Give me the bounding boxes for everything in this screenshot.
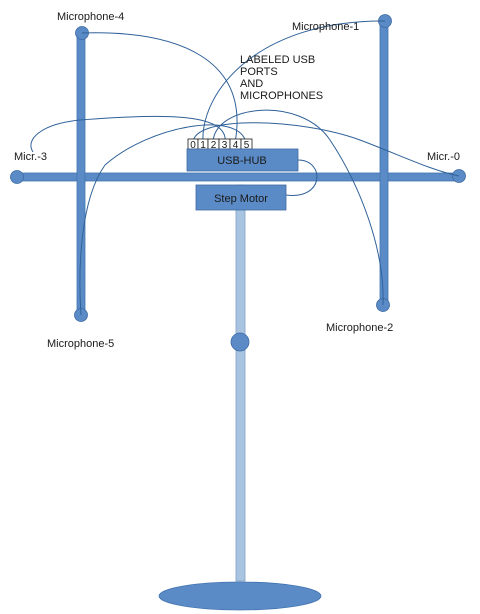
step-motor-box	[195, 184, 287, 211]
cable-port-5	[79, 124, 247, 316]
step-motor-label: Step Motor	[214, 193, 268, 205]
note-line-2: PORTS	[240, 66, 278, 78]
usb-hub-box	[186, 148, 299, 172]
usb-hub-label: USB-HUB	[217, 155, 267, 167]
right-vertical-bar	[379, 20, 389, 306]
left-vertical-bar	[76, 32, 86, 316]
usb-port-1-label: 1	[200, 140, 206, 151]
stand-pole	[235, 184, 246, 582]
cable-hub-to-motor	[285, 159, 318, 196]
usb-port-3-label: 3	[222, 140, 228, 151]
microphone-3-label: Micr.-3	[14, 151, 47, 163]
usb-port-4-label: 4	[233, 140, 239, 151]
microphone-4-label: Microphone-4	[57, 11, 124, 23]
usb-ports: 0 1 2 3 4 5	[187, 138, 253, 151]
cable-port-2	[212, 109, 384, 306]
usb-port-2-label: 2	[211, 140, 217, 151]
cable-port-4	[81, 32, 238, 144]
usb-port-5-label: 5	[244, 140, 250, 151]
microphone-1-label: Microphone-1	[292, 21, 359, 33]
note-line-3: AND	[240, 78, 263, 90]
microphone-2-label: Microphone-2	[326, 322, 393, 334]
annotation-note: LABELED USB PORTS AND MICROPHONES	[240, 54, 323, 102]
microphone-5-label: Microphone-5	[47, 338, 114, 350]
note-line-1: LABELED USB	[240, 54, 315, 66]
cable-port-1	[202, 20, 386, 144]
pole-knob	[230, 332, 250, 352]
cable-port-0	[192, 122, 460, 177]
usb-cables	[30, 20, 460, 316]
note-line-4: MICROPHONES	[240, 90, 323, 102]
usb-port-0-label: 0	[190, 140, 196, 151]
microphone-3-node	[10, 170, 24, 184]
microphone-0-label: Micr.-0	[427, 151, 460, 163]
stand-base	[158, 581, 322, 611]
